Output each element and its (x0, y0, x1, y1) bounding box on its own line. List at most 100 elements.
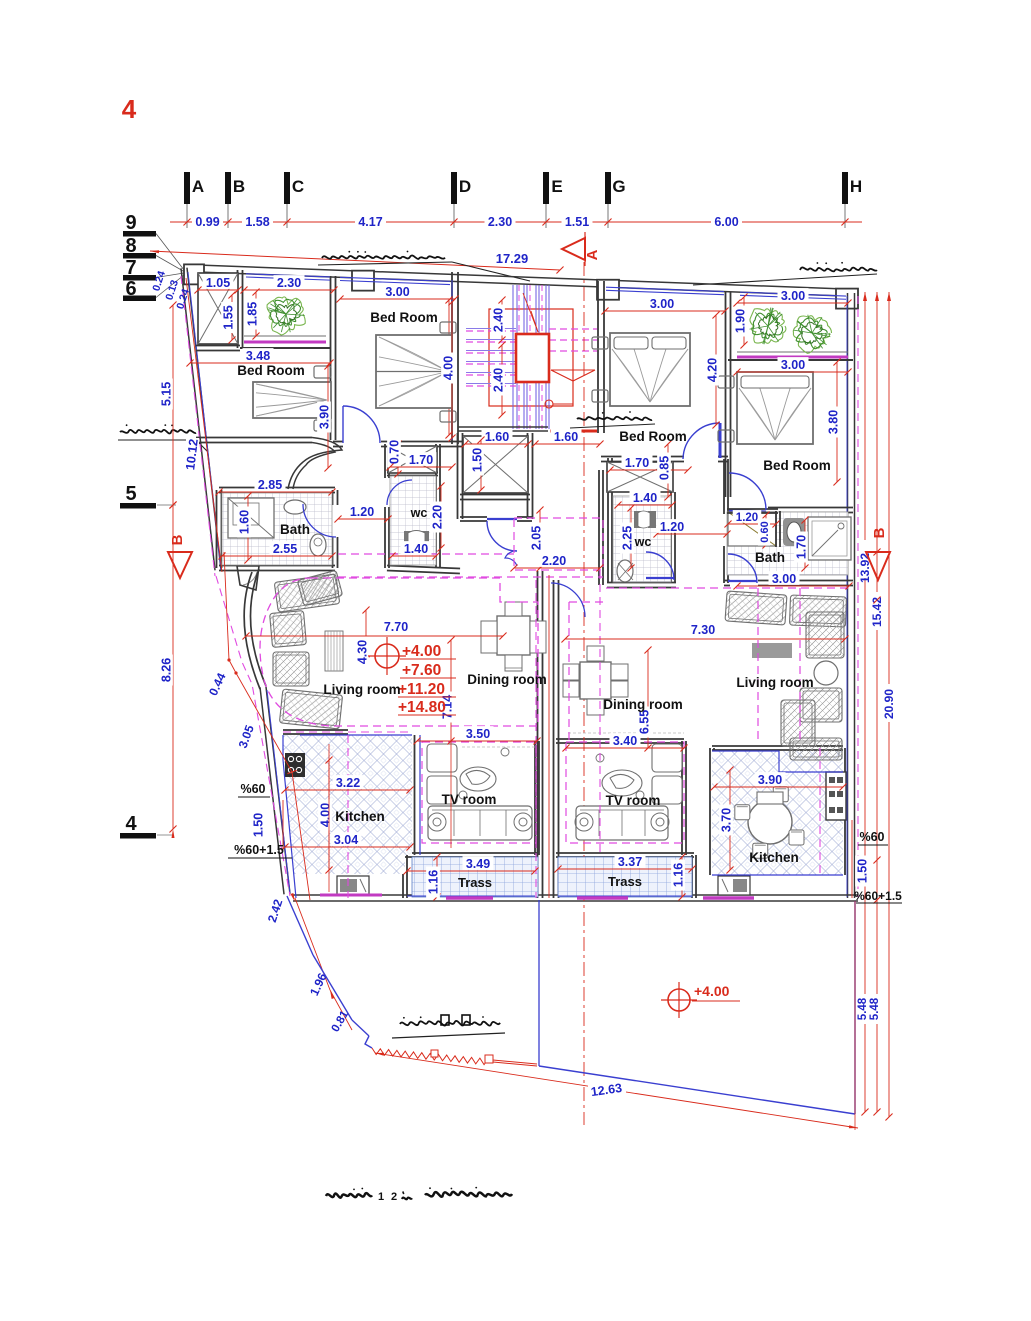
svg-text:3.50: 3.50 (466, 727, 490, 741)
svg-text:1.16: 1.16 (671, 863, 685, 887)
svg-text:2.20: 2.20 (430, 505, 444, 529)
svg-text:G: G (612, 177, 625, 196)
svg-text:3.49: 3.49 (466, 857, 490, 871)
svg-text:3.80: 3.80 (826, 410, 840, 434)
svg-text:1.40: 1.40 (404, 542, 428, 556)
svg-text:B: B (169, 534, 186, 545)
svg-text:Living room: Living room (736, 675, 813, 690)
svg-text:Dining room: Dining room (467, 672, 547, 687)
svg-text:1.70: 1.70 (794, 535, 808, 559)
svg-text:2.30: 2.30 (277, 276, 301, 290)
svg-text:Kitchen: Kitchen (749, 850, 799, 865)
svg-text:17.29: 17.29 (496, 251, 529, 266)
svg-text:0.70: 0.70 (387, 440, 401, 464)
svg-text:TV room: TV room (606, 793, 661, 808)
svg-text:4.00: 4.00 (441, 356, 455, 380)
svg-text:4.20: 4.20 (705, 358, 719, 382)
svg-text:1: 1 (378, 1191, 384, 1203)
svg-text:4.30: 4.30 (355, 640, 369, 664)
svg-text:1.20: 1.20 (660, 520, 684, 534)
svg-text:Living room: Living room (323, 682, 400, 697)
svg-text:B: B (233, 177, 245, 196)
svg-text:7.30: 7.30 (691, 623, 715, 637)
svg-text:5.15: 5.15 (159, 382, 173, 406)
svg-text:+4.00: +4.00 (402, 643, 441, 660)
svg-text:1.58: 1.58 (245, 215, 269, 229)
svg-text:+7.60: +7.60 (402, 662, 441, 679)
svg-text:4: 4 (125, 813, 137, 835)
svg-text:1.50: 1.50 (251, 813, 265, 837)
svg-text:3.90: 3.90 (317, 405, 331, 429)
svg-text:%60: %60 (240, 782, 265, 796)
svg-text:9: 9 (125, 212, 136, 234)
svg-text:+14.80: +14.80 (398, 699, 446, 716)
svg-text:%60+1.5: %60+1.5 (854, 889, 902, 903)
svg-text:+11.20: +11.20 (398, 681, 445, 698)
svg-text:0.60: 0.60 (759, 521, 771, 542)
svg-text:%60+1.5: %60+1.5 (234, 843, 284, 857)
svg-text:1.85: 1.85 (245, 302, 259, 326)
svg-text:2.20: 2.20 (542, 554, 566, 568)
svg-text:7.70: 7.70 (384, 620, 408, 634)
svg-text:6: 6 (125, 278, 136, 300)
svg-text:7: 7 (125, 257, 136, 279)
svg-text:2.40: 2.40 (491, 308, 505, 332)
svg-text:3.00: 3.00 (781, 289, 805, 303)
svg-text:20.90: 20.90 (882, 689, 896, 719)
svg-text:H: H (850, 177, 862, 196)
svg-text:2.85: 2.85 (258, 478, 282, 492)
svg-text:D: D (459, 177, 471, 196)
svg-text:3.90: 3.90 (758, 773, 782, 787)
svg-text:1.16: 1.16 (426, 870, 440, 894)
svg-text:3.48: 3.48 (246, 349, 270, 363)
svg-text:2.30: 2.30 (488, 215, 512, 229)
svg-text:15.42: 15.42 (870, 597, 884, 627)
svg-text:1.50: 1.50 (855, 859, 869, 883)
svg-text:8.26: 8.26 (159, 658, 173, 682)
svg-text:Dining room: Dining room (603, 697, 683, 712)
svg-text:Kitchen: Kitchen (335, 809, 385, 824)
svg-text:4: 4 (122, 94, 137, 124)
svg-text:1.70: 1.70 (625, 456, 649, 470)
svg-text:1.60: 1.60 (554, 430, 578, 444)
svg-text:2.40: 2.40 (491, 368, 505, 392)
svg-text:Bed Room: Bed Room (619, 429, 687, 444)
svg-text:1.51: 1.51 (565, 215, 589, 229)
svg-text:12.63: 12.63 (590, 1081, 623, 1099)
svg-text:3.00: 3.00 (385, 285, 409, 299)
svg-text:3.22: 3.22 (336, 776, 360, 790)
svg-text:5: 5 (125, 483, 136, 505)
svg-text:1.05: 1.05 (206, 276, 230, 290)
svg-text:TV room: TV room (442, 792, 497, 807)
svg-text:3.00: 3.00 (781, 358, 805, 372)
svg-text:8: 8 (125, 235, 136, 257)
svg-text:1.20: 1.20 (350, 505, 374, 519)
svg-text:1.70: 1.70 (409, 453, 433, 467)
svg-text:3.04: 3.04 (334, 833, 358, 847)
svg-text:wc: wc (410, 506, 428, 520)
svg-text:6.00: 6.00 (714, 215, 738, 229)
svg-text:4.00: 4.00 (318, 803, 332, 827)
svg-text:6.55: 6.55 (637, 710, 651, 734)
svg-text:Bath: Bath (755, 550, 785, 565)
svg-text:3.37: 3.37 (618, 855, 642, 869)
svg-text:3.00: 3.00 (650, 297, 674, 311)
svg-text:5.48: 5.48 (869, 997, 881, 1020)
svg-text:13.92: 13.92 (858, 553, 872, 583)
svg-text:B: B (871, 527, 888, 538)
svg-text:Bed Room: Bed Room (237, 363, 305, 378)
svg-text:0.85: 0.85 (657, 456, 671, 480)
svg-text:1.20: 1.20 (736, 512, 758, 524)
svg-text:2.42: 2.42 (265, 897, 286, 924)
svg-text:%60: %60 (859, 830, 884, 844)
svg-text:Bed Room: Bed Room (763, 458, 831, 473)
svg-text:2: 2 (391, 1191, 397, 1203)
svg-text:0.99: 0.99 (195, 215, 219, 229)
svg-text:+4.00: +4.00 (694, 983, 730, 999)
svg-text:1.90: 1.90 (733, 309, 747, 333)
svg-text:3.70: 3.70 (719, 808, 733, 832)
svg-text:3.40: 3.40 (613, 734, 637, 748)
svg-text:4.17: 4.17 (358, 215, 382, 229)
svg-text:1.50: 1.50 (470, 448, 484, 472)
svg-text:2.05: 2.05 (529, 526, 543, 550)
